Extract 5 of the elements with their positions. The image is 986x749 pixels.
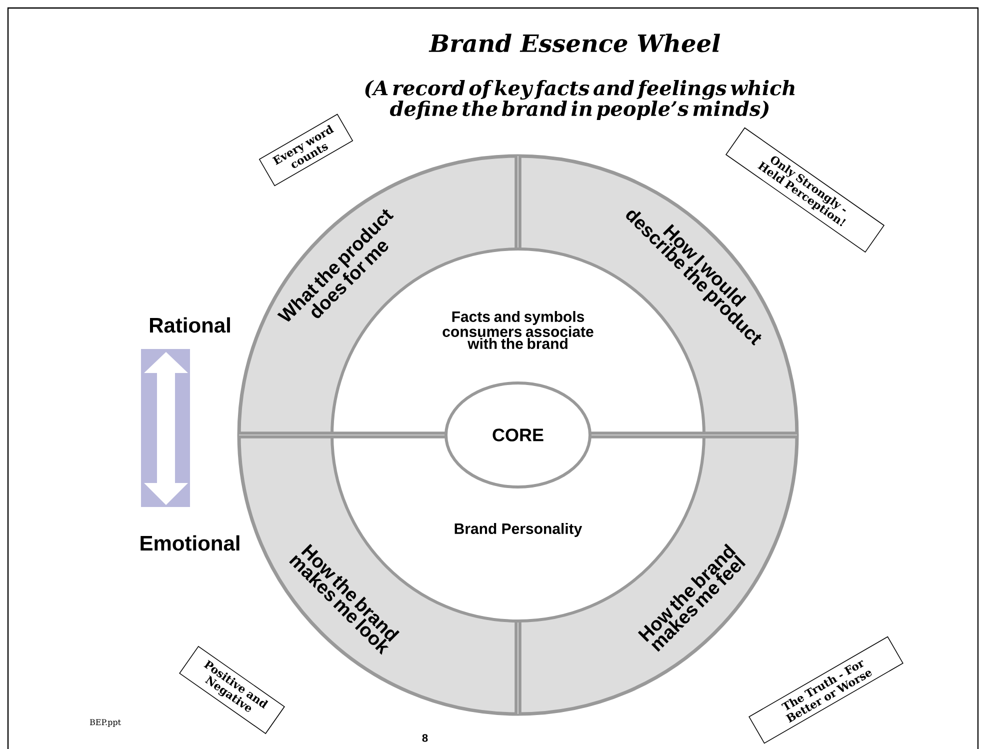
subtitle: (A record of key facts and feelings which define the brand in people’s minds): [365, 80, 795, 120]
title: Brand Essence Wheel: [428, 34, 720, 52]
axis-label: Emotional: [140, 535, 240, 551]
page-number: 8: [422, 734, 428, 742]
file-name: BEP.ppt: [90, 719, 121, 727]
